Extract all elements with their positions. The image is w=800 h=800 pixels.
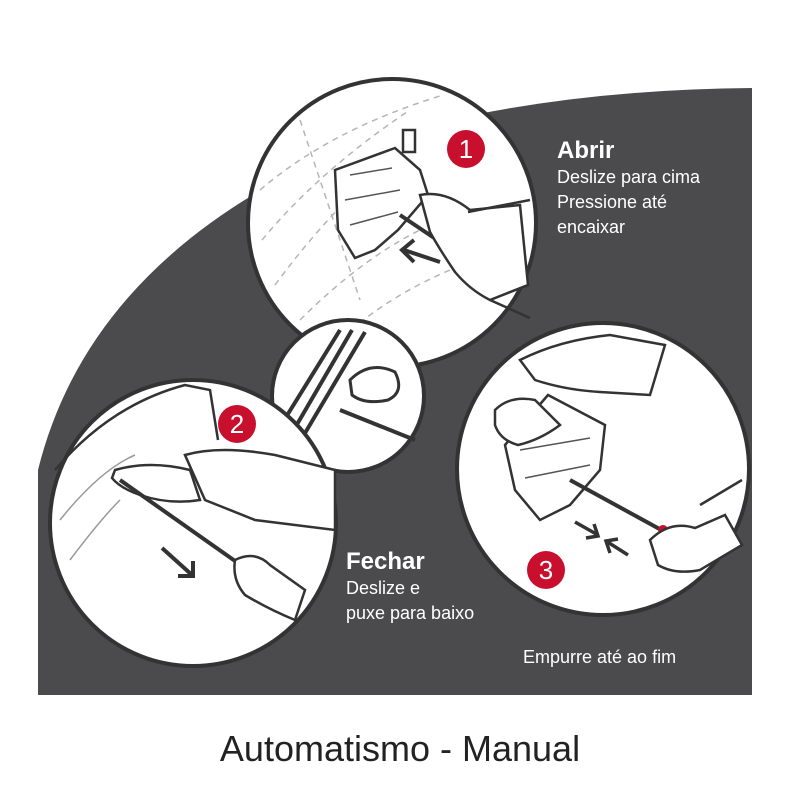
illustration-close xyxy=(48,378,338,668)
step-3-line-1: Empurre até ao fim xyxy=(523,647,677,667)
step-1-text: Abrir Deslize para cima Pressione até en… xyxy=(557,137,700,240)
illustration-open xyxy=(246,77,538,369)
step-2-line-2: puxe para baixo xyxy=(346,603,475,623)
step-2-line-1: Deslize e xyxy=(346,578,421,598)
step-3-badge: 3 xyxy=(527,551,565,589)
step-2-badge: 2 xyxy=(218,405,256,443)
step-1-line-2: Pressione até xyxy=(557,192,668,212)
caption: Automatismo - Manual xyxy=(219,728,581,769)
step-1-badge: 1 xyxy=(447,130,485,168)
step-1-title: Abrir xyxy=(557,137,615,164)
illustration-push xyxy=(455,321,751,617)
step-1-line-1: Deslize para cima xyxy=(557,167,701,187)
step-1-line-3: encaixar xyxy=(557,217,626,237)
illustration-detail xyxy=(270,318,426,474)
step-2-text: Fechar Deslize e puxe para baixo xyxy=(346,548,474,626)
step-2-title: Fechar xyxy=(346,548,425,575)
